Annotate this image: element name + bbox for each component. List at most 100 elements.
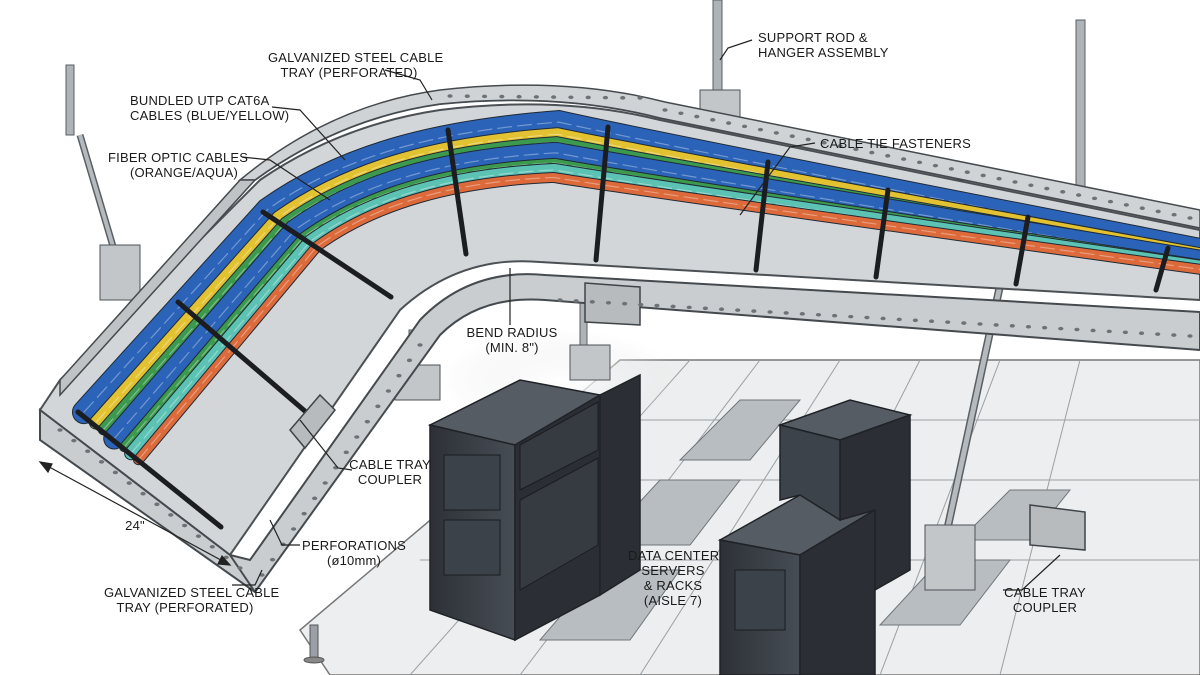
- perforation-hole: [602, 95, 609, 100]
- perforation-hole: [1012, 180, 1018, 184]
- cable-strand-highlight: [113, 152, 1200, 440]
- perforation-hole: [853, 147, 859, 152]
- perforation-hole: [678, 111, 684, 116]
- perforation-hole: [195, 534, 202, 538]
- perforation-hole: [85, 449, 91, 454]
- cable-tie: [260, 209, 394, 300]
- perforation-hole: [551, 95, 557, 99]
- perforation-hole: [499, 94, 505, 99]
- perforation-hole: [1106, 329, 1112, 334]
- perforation-hole: [71, 438, 77, 443]
- perforation-hole: [726, 121, 732, 125]
- perforation-hole: [209, 544, 215, 549]
- perforation-hole: [948, 167, 954, 171]
- cable-strand-highlight: [137, 176, 1200, 461]
- perforation-hole: [805, 137, 811, 142]
- perforation-hole: [710, 118, 716, 122]
- perforation-hole: [301, 511, 307, 516]
- perforation-hole: [977, 322, 983, 326]
- perforation-hole: [464, 94, 470, 98]
- cable-bundle: [134, 172, 1200, 465]
- perforation-hole: [1155, 332, 1161, 336]
- perforation-hole: [126, 481, 132, 485]
- perforation-hole: [945, 320, 951, 324]
- server-racks-left: [427, 373, 641, 642]
- leader-lines: [38, 39, 1061, 591]
- perforation-hole: [1025, 324, 1032, 329]
- perforation-hole: [1074, 327, 1080, 332]
- label-bend: BEND RADIUS(MIN. 8"): [466, 325, 558, 355]
- cable-tie: [1153, 245, 1171, 293]
- perforation-hole: [1171, 333, 1177, 337]
- perforation-hole: [638, 302, 644, 307]
- perforation-hole: [961, 321, 967, 325]
- label-width: 24": [125, 518, 145, 533]
- cable-strand-highlight: [83, 121, 1200, 413]
- perforation-hole: [622, 301, 628, 306]
- label-tie: CABLE TIE FASTENERS: [820, 136, 971, 151]
- perforation-hole: [980, 173, 986, 178]
- perforation-hole: [815, 312, 822, 317]
- perforation-hole: [718, 307, 725, 312]
- perforation-hole: [589, 300, 595, 304]
- perforation-hole: [789, 134, 795, 138]
- perforation-hole: [406, 358, 413, 363]
- label-perforations: PERFORATIONS(ø10mm): [301, 538, 406, 568]
- perforation-hole: [928, 319, 935, 324]
- perforation-hole: [662, 108, 668, 112]
- perforation-hole: [694, 114, 700, 119]
- perforation-hole: [1009, 324, 1015, 328]
- perforation-hole: [654, 303, 660, 308]
- tray-perforations: [57, 94, 1193, 577]
- perforation-hole: [686, 305, 692, 310]
- cable-tie: [873, 187, 891, 280]
- perforation-hole: [237, 566, 243, 570]
- perforation-hole: [912, 318, 918, 323]
- perforation-hole: [1171, 212, 1177, 217]
- perforation-hole: [832, 313, 838, 318]
- perforation-hole: [57, 428, 63, 432]
- perforation-hole: [385, 389, 391, 393]
- cable-bundle: [72, 111, 1200, 424]
- perforation-hole: [98, 460, 105, 464]
- perforation-hole: [533, 95, 539, 99]
- label-fiber: FIBER OPTIC CABLES(ORANGE/AQUA): [108, 150, 249, 180]
- perforation-hole: [182, 523, 188, 528]
- perforation-hole: [223, 555, 229, 560]
- perforation-hole: [1076, 193, 1082, 197]
- perforation-hole: [837, 144, 843, 148]
- perforation-hole: [869, 150, 875, 155]
- perforation-hole: [880, 316, 886, 321]
- perforation-hole: [568, 95, 574, 100]
- perforation-hole: [916, 160, 923, 165]
- perforation-hole: [269, 557, 276, 562]
- coupler-plates: [289, 282, 1086, 551]
- cable-tie: [445, 127, 469, 257]
- perforation-hole: [1122, 330, 1128, 335]
- perforation-hole: [1107, 199, 1114, 204]
- perforation-hole: [885, 154, 891, 158]
- perforation-hole: [1138, 331, 1145, 336]
- perforation-hole: [447, 94, 453, 98]
- perforation-hole: [354, 435, 360, 439]
- perforation-hole: [1028, 183, 1034, 188]
- perforation-hole: [605, 300, 612, 305]
- perforation-hole: [312, 496, 318, 501]
- perforation-hole: [1155, 209, 1161, 214]
- perforation-hole: [757, 127, 764, 132]
- perforation-hole: [751, 309, 757, 313]
- perforation-hole: [702, 306, 708, 311]
- perforation-hole: [783, 311, 789, 315]
- perforation-hole: [375, 404, 381, 409]
- perforation-hole: [112, 470, 118, 475]
- cable-tie: [593, 124, 611, 263]
- perforation-hole: [996, 176, 1002, 181]
- perforation-hole: [767, 310, 773, 314]
- perforation-hole: [637, 96, 643, 100]
- perforation-hole: [154, 502, 160, 507]
